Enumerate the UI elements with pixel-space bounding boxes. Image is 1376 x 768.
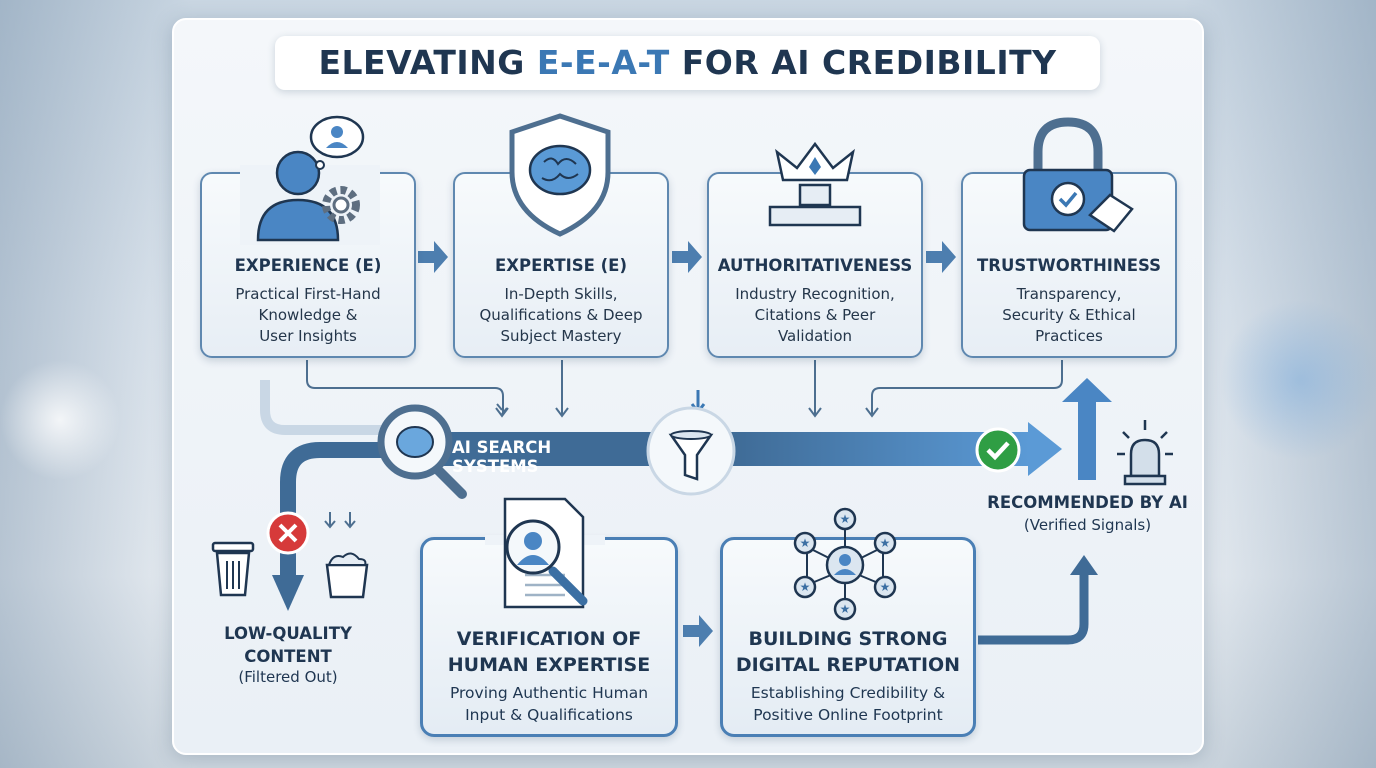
svg-text:★: ★ bbox=[800, 536, 811, 550]
desc-line: Practical First-Hand bbox=[235, 285, 381, 303]
arrow-down-icon bbox=[272, 575, 304, 611]
svg-text:★: ★ bbox=[880, 536, 891, 550]
trash-bins-icon bbox=[211, 511, 369, 599]
magnifier-brain-icon bbox=[377, 404, 467, 499]
filter-funnel-icon bbox=[646, 406, 736, 496]
arrow-right-icon bbox=[926, 241, 956, 273]
desc-line: Knowledge & bbox=[258, 306, 358, 324]
crown-podium-icon bbox=[768, 141, 862, 227]
arrow-up-icon bbox=[1062, 378, 1112, 480]
person-thinking-gear-icon bbox=[240, 115, 380, 245]
pillar-title: TRUSTWORTHINESS bbox=[977, 256, 1161, 275]
network-reputation-icon: ★ ★ ★ ★ ★ ★ bbox=[793, 507, 897, 621]
page-title: ELEVATING E-E-A-T FOR AI CREDIBILITY bbox=[275, 36, 1100, 90]
title-line: CONTENT bbox=[244, 647, 332, 666]
title-line: BUILDING STRONG bbox=[748, 628, 948, 650]
svg-text:★: ★ bbox=[840, 512, 851, 526]
desc-line: Proving Authentic Human bbox=[449, 684, 649, 702]
svg-text:★: ★ bbox=[880, 580, 891, 594]
checkmark-icon bbox=[975, 427, 1021, 473]
padlock-handshake-icon bbox=[1022, 117, 1134, 233]
pillar-title: AUTHORITATIVENESS bbox=[717, 256, 913, 275]
shield-brain-icon bbox=[509, 113, 611, 237]
desc-line: Positive Online Footprint bbox=[753, 706, 943, 724]
step-title: VERIFICATION OF HUMAN EXPERTISE bbox=[423, 626, 675, 678]
pillar-title: EXPERTISE (E) bbox=[495, 256, 627, 275]
pillar-title: EXPERIENCE (E) bbox=[234, 256, 382, 275]
desc-line: Security & Ethical bbox=[1002, 306, 1136, 324]
desc-line: Subject Mastery bbox=[500, 327, 622, 345]
step-description: Establishing Credibility & Positive Onlin… bbox=[723, 682, 973, 726]
card-arrows bbox=[418, 241, 956, 647]
title-line: DIGITAL REPUTATION bbox=[735, 654, 961, 676]
pipeline-label: AI SEARCH SYSTEMS bbox=[452, 438, 552, 476]
arrow-right-icon bbox=[672, 241, 702, 273]
arrow-right-icon bbox=[683, 615, 713, 647]
arrow-right-icon bbox=[418, 241, 448, 273]
svg-text:★: ★ bbox=[800, 580, 811, 594]
title-line: LOW-QUALITY bbox=[224, 624, 352, 643]
feed-lines bbox=[306, 360, 1063, 418]
desc-line: Transparency, bbox=[1016, 285, 1122, 303]
desc-line: In-Depth Skills, bbox=[504, 285, 618, 303]
title-highlight: E-E-A-T bbox=[536, 43, 670, 82]
step-title: BUILDING STRONG DIGITAL REPUTATION bbox=[723, 626, 973, 678]
desc-line: Establishing Credibility & bbox=[750, 684, 946, 702]
title-line: VERIFICATION OF bbox=[456, 628, 642, 650]
low-quality-title: LOW-QUALITY CONTENT bbox=[203, 622, 373, 668]
desc-line: Industry Recognition, bbox=[735, 285, 895, 303]
desc-line: Validation bbox=[777, 327, 853, 345]
recommended-title: RECOMMENDED BY AI bbox=[987, 493, 1188, 512]
title-line: HUMAN EXPERTISE bbox=[447, 654, 651, 676]
desc-line: Input & Qualifications bbox=[465, 706, 633, 724]
low-quality-note: (Filtered Out) bbox=[238, 668, 338, 686]
arrow-head-icon bbox=[1028, 422, 1062, 476]
document-magnifier-person-icon bbox=[485, 497, 605, 609]
desc-line: Practices bbox=[1035, 327, 1103, 345]
desc-line: User Insights bbox=[259, 327, 357, 345]
desc-line: Qualifications & Deep bbox=[479, 306, 643, 324]
svg-text:★: ★ bbox=[840, 602, 851, 616]
title-prefix: ELEVATING bbox=[318, 43, 537, 82]
alert-beacon-icon bbox=[1117, 420, 1173, 486]
title-suffix: FOR AI CREDIBILITY bbox=[669, 43, 1057, 82]
recommended-note: (Verified Signals) bbox=[1023, 516, 1152, 534]
desc-line: Citations & Peer bbox=[754, 306, 876, 324]
